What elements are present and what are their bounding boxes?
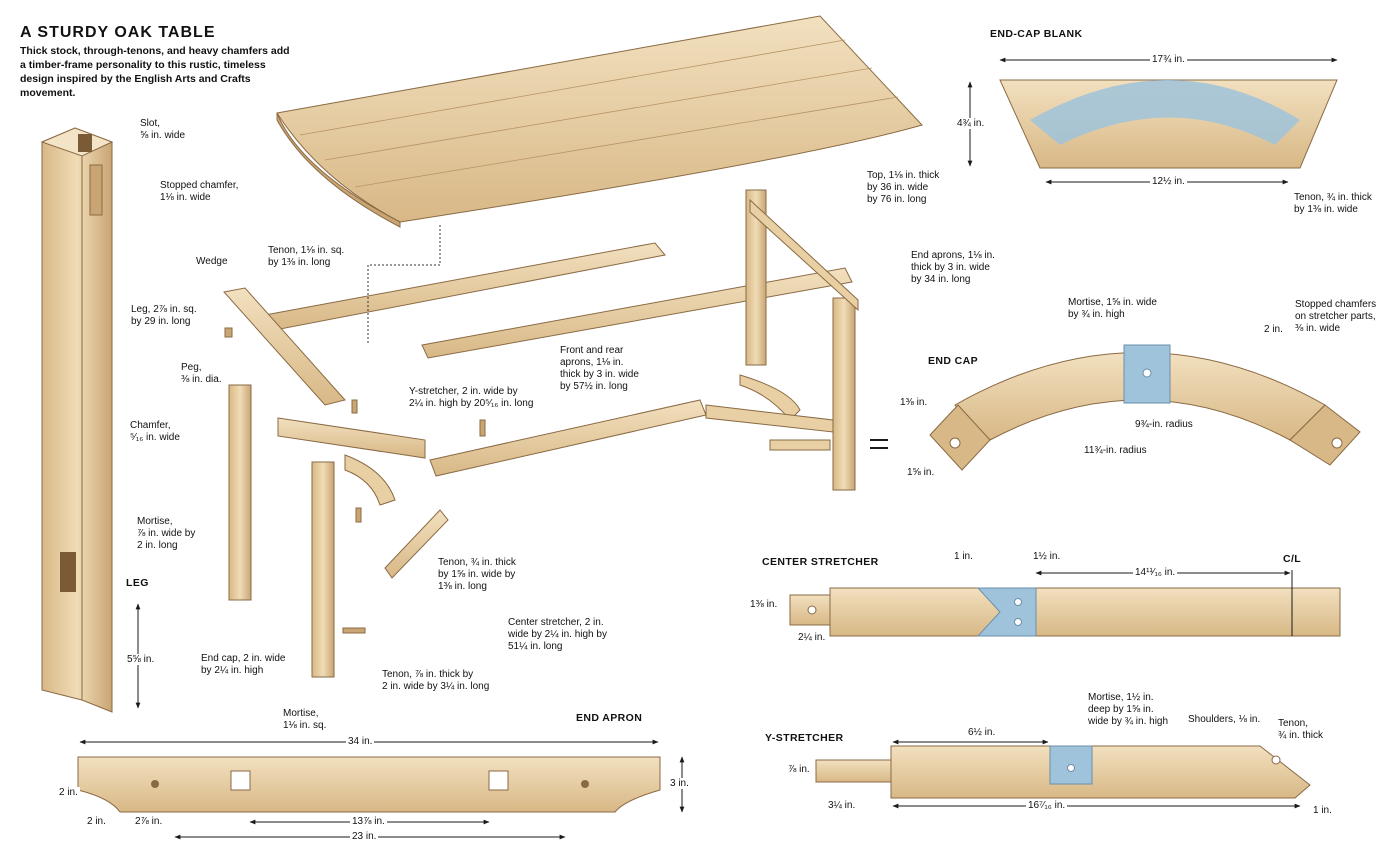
callout-leg-mortise: Mortise, ⅞ in. wide by 2 in. long xyxy=(137,516,196,551)
dim-blank-12-1-2: 12½ in. xyxy=(1150,176,1187,187)
dim-ys-3-1-4: 3¼ in. xyxy=(826,800,858,811)
callout-stopped-chamfers: Stopped chamfers on stretcher parts, ⅜ i… xyxy=(1295,299,1377,334)
dim-cap-outer-radius: 11¾-in. radius xyxy=(1082,445,1149,456)
dim-leg-5-5-8: 5⅝ in. xyxy=(125,654,157,665)
callout-end-cap: End cap, 2 in. wide by 2¼ in. high xyxy=(201,653,286,676)
callout-slot: Slot, ⅝ in. wide xyxy=(140,118,186,141)
callout-tenon-seven-eighths: Tenon, ⅞ in. thick by 2 in. wide by 3¼ i… xyxy=(382,669,490,692)
leg-drawing xyxy=(40,127,114,713)
heading-y-stretcher: Y-STRETCHER xyxy=(765,732,844,744)
dim-ea-2-left: 2 in. xyxy=(57,787,80,798)
dim-cs-1: 1 in. xyxy=(952,551,975,562)
callout-tenon-three-quarter: Tenon, ¾ in. thick by 1⅝ in. wide by 1⅜ … xyxy=(438,557,516,592)
dim-ys-16-7-16: 16⁷⁄₁₆ in. xyxy=(1026,800,1068,811)
callout-apron-mortise: Mortise, 1⅛ in. sq. xyxy=(283,708,327,731)
base-assembly-drawing xyxy=(705,189,859,491)
dim-ea-3: 3 in. xyxy=(668,778,691,789)
dim-ea-2-bottom: 2 in. xyxy=(85,816,108,827)
centerline-label: C/L xyxy=(1283,553,1302,565)
end-cap-drawing xyxy=(929,344,1361,471)
callout-stopped-chamfer: Stopped chamfer, 1⅛ in. wide xyxy=(160,180,239,203)
dim-cap-1-5-8: 1⅝ in. xyxy=(905,467,937,478)
callout-y-stretcher: Y-stretcher, 2 in. wide by 2¼ in. high b… xyxy=(409,386,534,409)
dim-cap-inner-radius: 9¾-in. radius xyxy=(1133,419,1195,430)
callout-top: Top, 1⅛ in. thick by 36 in. wide by 76 i… xyxy=(867,170,940,205)
end-cap-blank-drawing xyxy=(967,57,1338,185)
dim-ea-23: 23 in. xyxy=(350,831,379,842)
heading-end-apron: END APRON xyxy=(576,712,643,724)
page-title: A STURDY OAK TABLE xyxy=(20,24,216,41)
callout-center-stretcher: Center stretcher, 2 in. wide by 2¼ in. h… xyxy=(508,617,607,652)
y-stretcher-drawing xyxy=(815,739,1311,809)
callout-y-mortise: Mortise, 1½ in. deep by 1⅝ in. wide by ¾… xyxy=(1088,692,1169,727)
heading-leg: LEG xyxy=(126,577,149,589)
callout-front-rear-aprons: Front and rear aprons, 1⅛ in. thick by 3… xyxy=(560,345,639,392)
dim-cs-14-11-16: 14¹¹⁄₁₆ in. xyxy=(1133,567,1178,578)
aprons-drawing xyxy=(223,242,853,406)
dim-cs-1-3-8: 1⅜ in. xyxy=(748,599,780,610)
callout-leg-size: Leg, 2⅞ in. sq. by 29 in. long xyxy=(131,304,197,327)
callout-shoulders: Shoulders, ⅛ in. xyxy=(1188,714,1261,725)
dim-ys-1: 1 in. xyxy=(1311,805,1334,816)
intro-text: Thick stock, through-tenons, and heavy c… xyxy=(20,45,290,99)
dim-cs-1-1-2: 1½ in. xyxy=(1031,551,1063,562)
dim-ea-13-7-8: 13⅞ in. xyxy=(350,816,387,827)
dim-cap-2: 2 in. xyxy=(1262,324,1285,335)
dim-ea-2-7-8: 2⅞ in. xyxy=(133,816,165,827)
dim-blank-4-3-4: 4¾ in. xyxy=(955,118,987,129)
dim-ys-7-8: ⅞ in. xyxy=(786,764,812,775)
heading-end-cap-blank: END-CAP BLANK xyxy=(990,28,1083,40)
tabletop-drawing xyxy=(276,15,923,228)
dim-cs-2-1-4: 2¼ in. xyxy=(796,632,828,643)
callout-blank-tenon: Tenon, ¾ in. thick by 1⅜ in. wide xyxy=(1294,192,1372,215)
parts-drawing xyxy=(224,225,888,678)
callout-y-tenon: Tenon, ¾ in. thick xyxy=(1278,718,1324,741)
heading-center-stretcher: CENTER STRETCHER xyxy=(762,556,879,568)
callout-cap-mortise: Mortise, 1⅝ in. wide by ¾ in. high xyxy=(1068,297,1157,320)
center-stretcher-drawing xyxy=(789,570,1341,637)
callout-wedge: Wedge xyxy=(196,256,228,267)
dim-ea-34: 34 in. xyxy=(346,736,375,747)
heading-end-cap: END CAP xyxy=(928,355,979,367)
callout-chamfer: Chamfer, ⁵⁄₁₆ in. wide xyxy=(130,420,180,443)
dim-cap-1-3-8: 1⅜ in. xyxy=(898,397,930,408)
dim-ys-6-1-2: 6½ in. xyxy=(966,727,998,738)
callout-peg: Peg, ⅜ in. dia. xyxy=(181,362,222,385)
callout-end-aprons: End aprons, 1⅛ in. thick by 3 in. wide b… xyxy=(911,250,995,285)
callout-tenon-square: Tenon, 1⅛ in. sq. by 1⅜ in. long xyxy=(268,245,345,268)
dim-blank-17-3-4: 17¾ in. xyxy=(1150,54,1187,65)
